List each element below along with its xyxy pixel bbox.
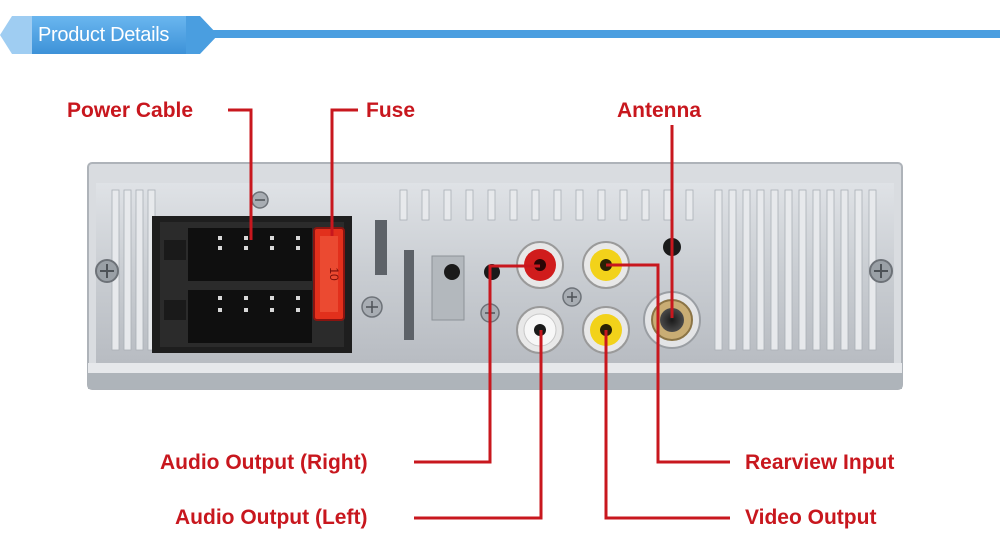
cooling-rib [509,189,518,221]
cooling-rib [770,189,779,351]
product-details-banner [0,16,1000,54]
connector-pins [218,236,300,312]
cooling-rib [487,189,496,221]
connector-pin [296,296,300,300]
label-power-cable: Power Cable [67,99,193,122]
vent-slot [404,250,414,340]
screw-left [95,259,119,283]
connector-pin [270,308,274,312]
cooling-rib [826,189,835,351]
rearview-leader [606,263,730,464]
connector-pin [296,236,300,240]
cooling-rib [619,189,628,221]
connector-pin [244,246,248,250]
cooling-rib [812,189,821,351]
banner-tab [32,16,186,54]
connector-pin [218,296,222,300]
page-title: Product Details [38,24,170,46]
cooling-rib [553,189,562,221]
connector-pin [296,308,300,312]
cooling-rib [714,189,723,351]
banner-arrow-left [0,16,32,54]
cooling-rib [135,189,144,351]
connector-pin [270,246,274,250]
label-video-output: Video Output [745,506,876,529]
connector-pin [244,308,248,312]
label-antenna: Antenna [617,99,701,122]
cooling-rib [663,189,672,221]
vent-slot [375,220,387,275]
screw-between-jacks [562,287,582,307]
connector-pin [270,296,274,300]
cooling-rib [399,189,408,221]
cooling-rib [798,189,807,351]
banner-arrow-right [186,16,218,54]
cooling-rib [597,189,606,221]
cooling-rib [443,189,452,221]
cooling-rib [756,189,765,351]
callout-lines [228,108,730,520]
connector-pin [218,246,222,250]
screw-right [869,259,893,283]
mount-hole [484,264,500,280]
screw-top [251,191,269,209]
label-audio-output-left: Audio Output (Left) [175,506,367,529]
mount-hole [444,264,460,280]
cooling-rib [465,189,474,221]
cooling-rib [854,189,863,351]
cooling-rib [575,189,584,221]
audio-left-leader [414,330,543,520]
label-fuse: Fuse [366,99,415,122]
connector-pin [296,246,300,250]
cooling-rib [641,189,650,221]
connector-pin [270,236,274,240]
cooling-rib [784,189,793,351]
fuse-leader [330,108,358,236]
cooling-rib [421,189,430,221]
cooling-rib [123,189,132,351]
label-rearview-input: Rearview Input [745,451,894,474]
fuse-marking: 10 [327,267,341,281]
cooling-rib [840,189,849,351]
label-audio-output-right: Audio Output (Right) [160,451,368,474]
connector-pin [218,308,222,312]
video-leader [604,330,730,520]
connector-pin [244,296,248,300]
screw-middle [361,296,383,318]
cooling-rib [685,189,694,221]
banner-rule [205,30,1000,38]
connector-pin [218,236,222,240]
cooling-rib [742,189,751,351]
cooling-rib [531,189,540,221]
power-cable-leader [228,108,253,240]
cooling-rib [728,189,737,351]
audio-right-leader [414,264,540,464]
connector-pin [244,236,248,240]
fuse: 10 [313,227,345,321]
